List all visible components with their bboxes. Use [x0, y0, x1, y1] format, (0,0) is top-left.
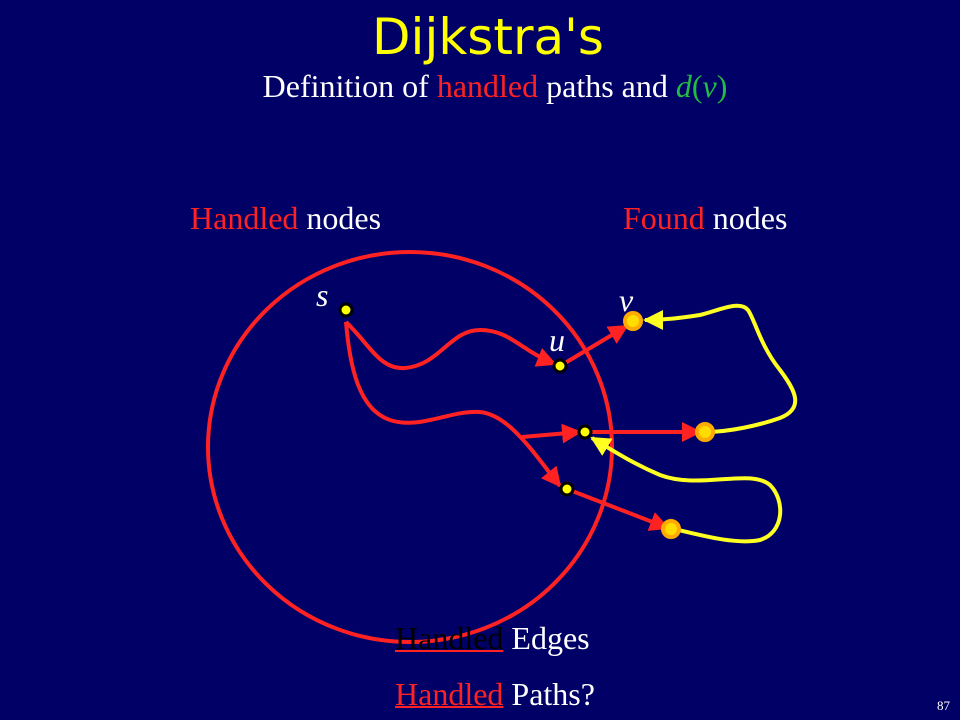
- subtitle-open-paren: (: [691, 68, 703, 104]
- node-found-low: [661, 519, 681, 539]
- path-s-branch: [344, 321, 562, 488]
- subtitle-d: d: [675, 68, 692, 104]
- yellow-path-to-v: [643, 303, 798, 434]
- subtitle-v: v: [702, 68, 717, 104]
- node-u: [552, 358, 568, 374]
- node-found-mid: [695, 422, 715, 442]
- handled-nodes-rest: nodes: [298, 200, 382, 236]
- found-word: Found: [623, 200, 705, 236]
- found-nodes-label: Found nodes: [623, 200, 787, 237]
- node-handled-mid: [577, 424, 593, 440]
- handled-region-ellipse: [206, 250, 614, 644]
- legend-edges-handled-word: Handled: [395, 620, 504, 656]
- edge-low-to-found: [566, 487, 670, 531]
- node-label-v: v: [619, 282, 634, 318]
- subtitle-text-1: Definition of: [262, 68, 437, 104]
- yellow-path-lower: [590, 436, 783, 544]
- handled-nodes-label: Handled nodes: [190, 200, 381, 237]
- node-v: [623, 311, 643, 331]
- node-s: [338, 302, 354, 318]
- slide-title: Dijkstra's: [372, 8, 604, 66]
- legend-edges-rest: Edges: [503, 620, 590, 656]
- found-nodes-rest: nodes: [704, 200, 788, 236]
- handled-word: Handled: [190, 200, 299, 236]
- legend-handled-edges: Handled Edges: [395, 620, 590, 657]
- slide-subtitle: Definition of handled paths and d(v): [0, 68, 960, 105]
- subtitle-handled-word: handled: [436, 68, 539, 104]
- subtitle-close-paren: ): [716, 68, 728, 104]
- slide-number: 87: [937, 698, 950, 713]
- subtitle-text-2: paths and: [538, 68, 676, 104]
- node-handled-low: [559, 481, 575, 497]
- edge-branch-to-mid: [521, 423, 582, 444]
- legend-paths-rest: Paths?: [503, 676, 595, 712]
- path-s-to-u: [344, 320, 557, 371]
- node-label-u: u: [549, 322, 565, 358]
- edge-u-to-v: [558, 324, 629, 368]
- legend-paths-handled-word: Handled: [395, 676, 504, 712]
- node-label-s: s: [316, 277, 329, 313]
- legend-handled-paths: Handled Paths?: [395, 676, 595, 713]
